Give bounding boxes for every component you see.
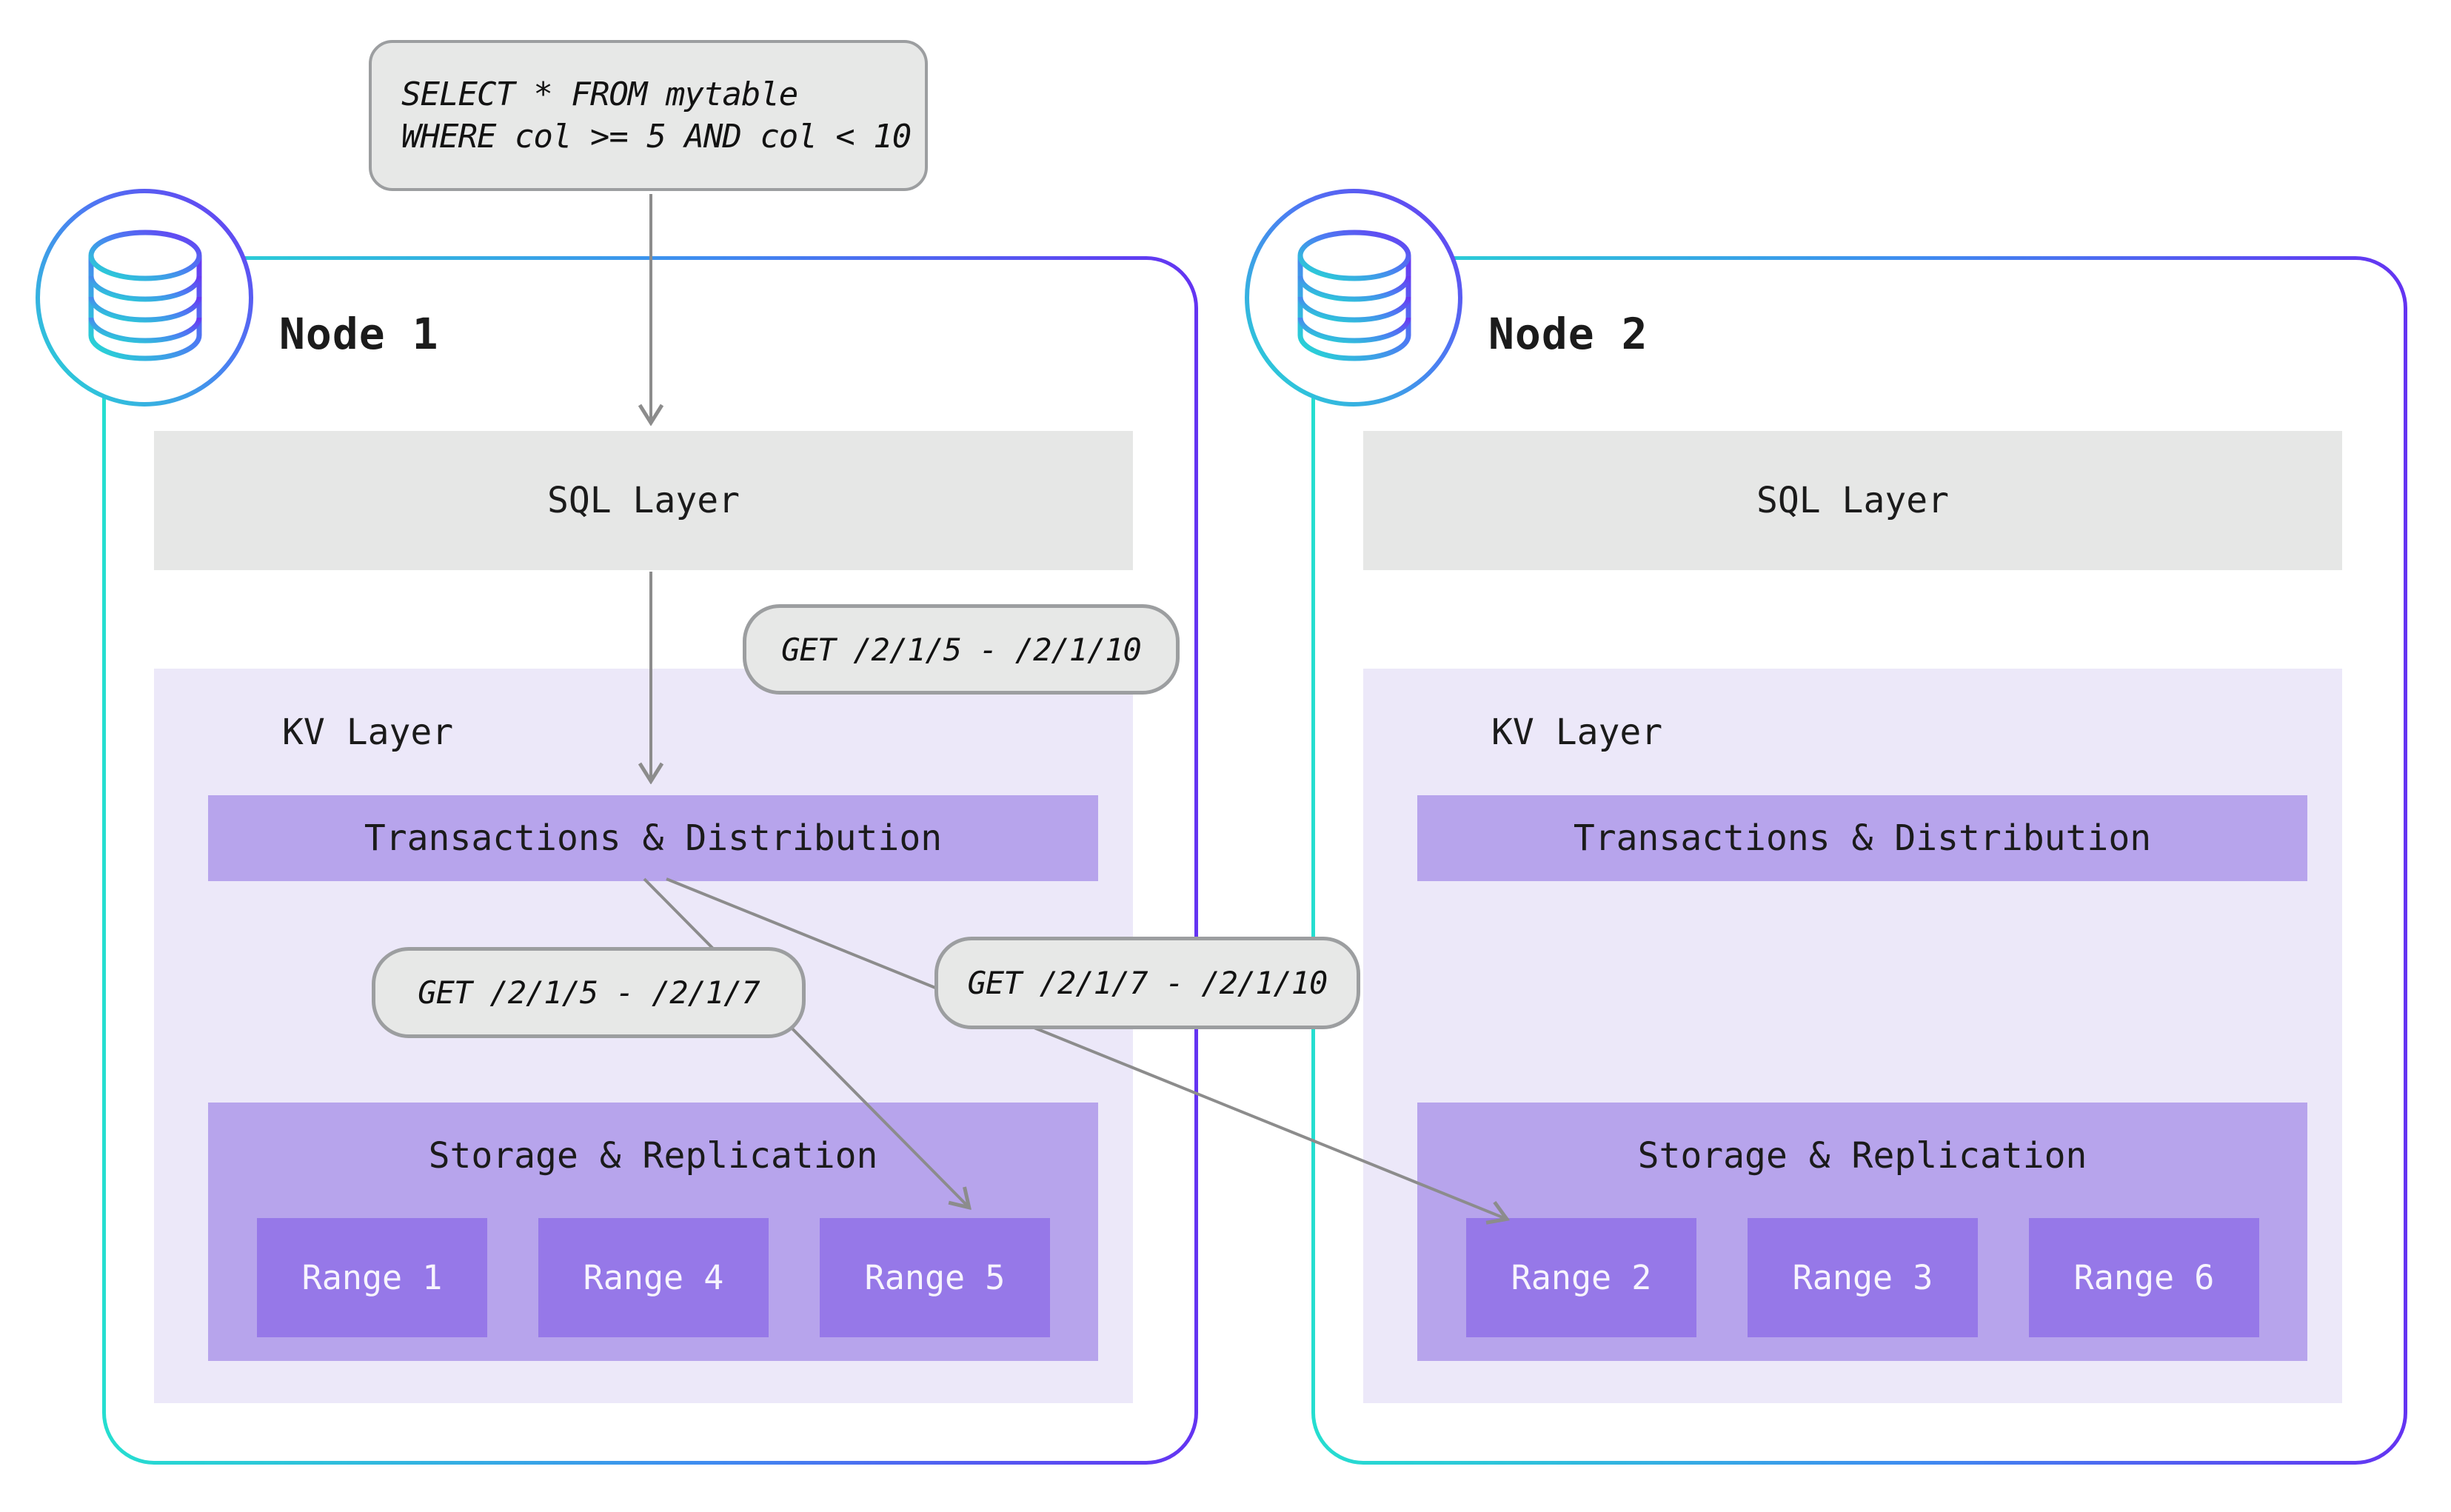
node-1-kv-layer-label: KV Layer: [282, 712, 454, 753]
range-box: Range 2: [1466, 1218, 1696, 1337]
range-box: Range 5: [820, 1218, 1050, 1337]
range-box: Range 1: [257, 1218, 487, 1337]
sql-query-callout: SELECT * FROM mytable WHERE col >= 5 AND…: [369, 40, 928, 191]
range-box: Range 4: [538, 1218, 769, 1337]
node-1-sql-layer: SQL Layer: [154, 431, 1133, 570]
sql-query-line-2: WHERE col >= 5 AND col < 10: [401, 118, 912, 155]
node-2-box: Node 2 SQL Layer KV Layer Transactions &…: [1245, 189, 2407, 1465]
node-1-storage-label: Storage & Replication: [428, 1135, 878, 1177]
range-box: Range 3: [1748, 1218, 1978, 1337]
node-1-range-row: Range 1 Range 4 Range 5: [257, 1218, 1050, 1337]
database-icon: [26, 179, 263, 416]
node-1-transactions-bar: Transactions & Distribution: [208, 795, 1098, 881]
get-range-callout-local: GET /2/1/5 - /2/1/7: [372, 947, 806, 1038]
node-1-storage-panel: Storage & Replication Range 1 Range 4 Ra…: [208, 1103, 1098, 1361]
node-2-kv-layer-label: KV Layer: [1491, 712, 1663, 753]
node-2-title: Node 2: [1488, 309, 1648, 359]
range-box: Range 6: [2029, 1218, 2259, 1337]
node-2-sql-layer: SQL Layer: [1363, 431, 2342, 570]
node-1-box: Node 1 SQL Layer KV Layer Transactions &…: [36, 189, 1198, 1465]
database-icon: [1235, 179, 1472, 416]
node-2-range-row: Range 2 Range 3 Range 6: [1466, 1218, 2259, 1337]
sql-query-line-1: SELECT * FROM mytable: [401, 76, 798, 113]
get-range-callout-remote: GET /2/1/7 - /2/1/10: [934, 937, 1360, 1029]
node-2-storage-panel: Storage & Replication Range 2 Range 3 Ra…: [1417, 1103, 2307, 1361]
node-1-title: Node 1: [279, 309, 439, 359]
node-2-kv-layer-panel: KV Layer Transactions & Distribution Sto…: [1363, 669, 2342, 1403]
node-2-storage-label: Storage & Replication: [1637, 1135, 2087, 1177]
node-2-transactions-bar: Transactions & Distribution: [1417, 795, 2307, 881]
get-range-callout-sql-kv: GET /2/1/5 - /2/1/10: [743, 604, 1180, 695]
